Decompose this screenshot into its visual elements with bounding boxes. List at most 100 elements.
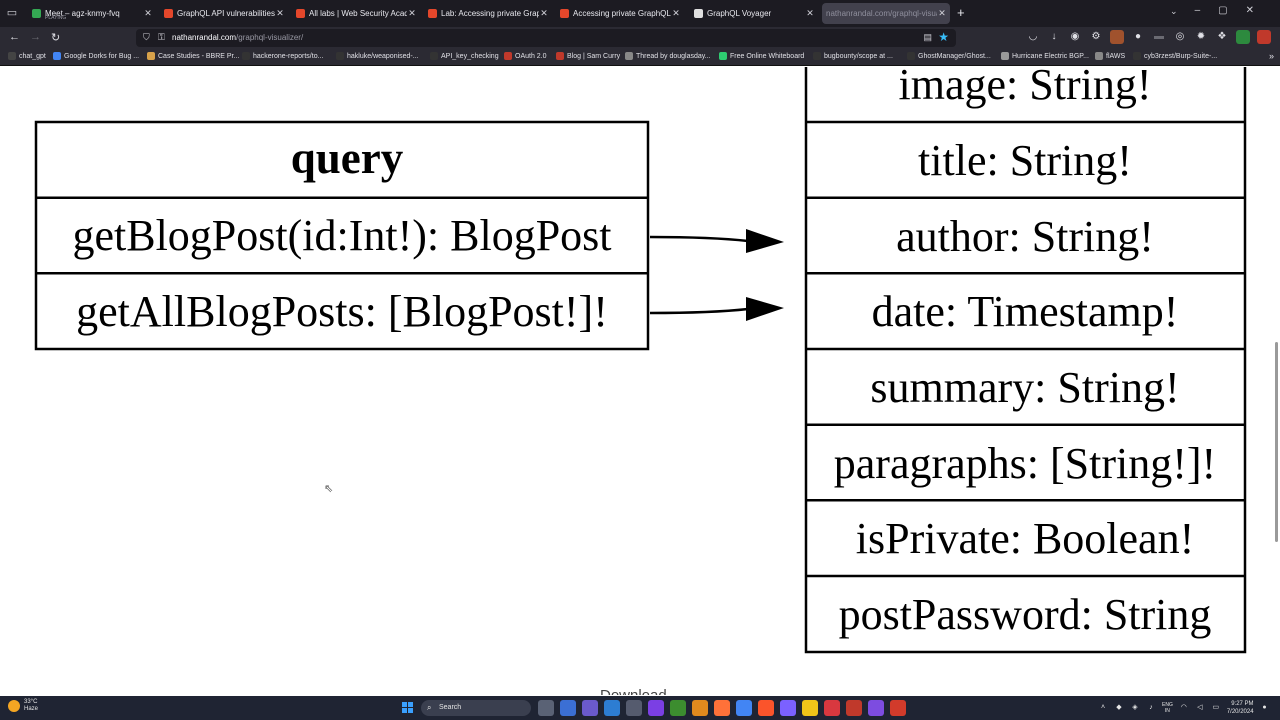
- bookmark-item[interactable]: API_key_checking: [430, 52, 499, 60]
- list-all-tabs-icon[interactable]: ⌄: [1170, 6, 1178, 16]
- language-indicator[interactable]: ENG IN: [1162, 702, 1173, 714]
- puzzle-icon[interactable]: ❖: [1217, 31, 1227, 42]
- pinned-app-icon[interactable]: [604, 700, 620, 716]
- volume-icon[interactable]: ◁: [1197, 704, 1203, 711]
- pinned-app-icon[interactable]: [582, 700, 598, 716]
- bookmark-item[interactable]: OAuth 2.0: [504, 52, 547, 60]
- forward-arrow-icon[interactable]: →: [30, 31, 41, 43]
- bookmark-item[interactable]: Thread by douglasday...: [625, 52, 711, 60]
- tab-graphql-api-vulnerabilities[interactable]: GraphQL API vulnerabilities | Web ✕: [160, 3, 288, 24]
- microphone-icon[interactable]: ♪: [1149, 704, 1153, 711]
- tab-title: GraphQL Voyager: [707, 9, 772, 18]
- downloads-icon[interactable]: ↓: [1051, 31, 1057, 42]
- pinned-app-icon[interactable]: [780, 700, 796, 716]
- pinned-app-icon[interactable]: [868, 700, 884, 716]
- pinned-app-icon[interactable]: [890, 700, 906, 716]
- pinned-app-icon[interactable]: [670, 700, 686, 716]
- tray-app-icon[interactable]: ◆: [1116, 704, 1122, 711]
- tab-meet[interactable]: Meet – agz-knmy-fvq PLAYING ✕: [28, 3, 156, 24]
- show-hidden-icons-icon[interactable]: ˄: [1100, 704, 1106, 711]
- bookmark-item[interactable]: hackerone-reports/to...: [242, 52, 323, 60]
- download-link[interactable]: Download: [600, 687, 667, 695]
- bookmark-item[interactable]: GhostManager/Ghost...: [907, 52, 991, 60]
- pinned-app-icon[interactable]: [648, 700, 664, 716]
- weather-widget[interactable]: 33°C Haze: [8, 699, 38, 713]
- tab-accessing-private-posts[interactable]: Accessing private GraphQL posts ✕: [556, 3, 684, 24]
- extension-icon[interactable]: ▬: [1154, 31, 1164, 42]
- extensions-icon[interactable]: ⚙: [1091, 31, 1101, 42]
- bookmark-item[interactable]: hakluke/weaponised-...: [336, 52, 419, 60]
- pinned-app-icon[interactable]: [714, 700, 730, 716]
- tab-graphql-voyager[interactable]: GraphQL Voyager ✕: [690, 3, 818, 24]
- blogpost-node[interactable]: image: String! title: String! author: St…: [804, 67, 1247, 654]
- bookmark-item[interactable]: chat_gpt: [8, 52, 46, 60]
- pinned-app-icon[interactable]: [824, 700, 840, 716]
- chat-extension-icon[interactable]: ●: [1134, 31, 1142, 42]
- bookmark-item[interactable]: Free Online Whiteboard: [719, 52, 804, 60]
- query-field-getallblogposts[interactable]: getAllBlogPosts: [BlogPost!]!: [76, 287, 608, 336]
- tab-overview-icon[interactable]: ▭: [6, 7, 18, 19]
- url-text[interactable]: nathanrandal.com/graphql-visualizer/: [172, 33, 303, 42]
- close-tab-icon[interactable]: ✕: [144, 8, 152, 18]
- blogpost-field-isprivate[interactable]: isPrivate: Boolean!: [856, 514, 1195, 563]
- profile-icon[interactable]: ◎: [1175, 31, 1185, 42]
- tracking-protection-icon[interactable]: ⛉: [143, 32, 150, 42]
- tab-graphql-visualizer[interactable]: nathanrandal.com/graphql-visualizer ✕: [822, 3, 950, 24]
- bookmark-item[interactable]: bugbounty/scope at ...: [813, 52, 893, 60]
- tab-lab-accessing-private[interactable]: Lab: Accessing private GraphQL ✕: [424, 3, 552, 24]
- close-tab-icon[interactable]: ✕: [276, 8, 284, 18]
- close-tab-icon[interactable]: ✕: [938, 8, 946, 18]
- pinned-app-icon[interactable]: [692, 700, 708, 716]
- bookmark-item[interactable]: Case Studies - BBRE Pr...: [147, 52, 239, 60]
- reload-icon[interactable]: ↻: [51, 32, 61, 44]
- pinned-app-icon[interactable]: [626, 700, 642, 716]
- settings-gear-icon[interactable]: ✹: [1196, 31, 1206, 42]
- battery-icon[interactable]: ▭: [1212, 704, 1220, 711]
- pinned-app-icon[interactable]: [736, 700, 752, 716]
- close-tab-icon[interactable]: ✕: [408, 8, 416, 18]
- pinned-app-icon[interactable]: [846, 700, 862, 716]
- taskbar-search[interactable]: ⌕ Search: [421, 700, 531, 716]
- page-scrollbar[interactable]: [1275, 342, 1278, 542]
- burp-extension-icon[interactable]: [1110, 30, 1124, 44]
- account-icon[interactable]: ◉: [1070, 31, 1080, 42]
- pocket-icon[interactable]: ◡: [1028, 31, 1038, 42]
- address-bar[interactable]: ⛉ ⚿ nathanrandal.com/graphql-visualizer/…: [136, 29, 956, 47]
- clock[interactable]: 9:27 PM 7/20/2024: [1227, 700, 1254, 716]
- start-button-windows-icon[interactable]: [402, 702, 414, 714]
- new-tab-button[interactable]: +: [957, 5, 965, 20]
- query-node[interactable]: query getBlogPost(id:Int!): BlogPost get…: [34, 120, 650, 351]
- close-tab-icon[interactable]: ✕: [672, 8, 680, 18]
- query-field-getblogpost[interactable]: getBlogPost(id:Int!): BlogPost: [72, 211, 611, 260]
- back-arrow-icon[interactable]: ←: [9, 31, 20, 43]
- blogpost-field-summary[interactable]: summary: String!: [870, 363, 1179, 412]
- bookmark-star-icon[interactable]: ★: [938, 30, 949, 44]
- bookmark-item[interactable]: flAWS: [1095, 52, 1125, 60]
- pinned-app-icon[interactable]: [560, 700, 576, 716]
- blogpost-field-date[interactable]: date: Timestamp!: [872, 287, 1179, 336]
- close-tab-icon[interactable]: ✕: [806, 8, 814, 18]
- site-info-icon[interactable]: ⚿: [158, 32, 165, 42]
- notifications-icon[interactable]: ●: [1262, 704, 1267, 711]
- wifi-icon[interactable]: ◠: [1180, 704, 1187, 711]
- green-extension-icon[interactable]: [1236, 30, 1250, 44]
- window-controls[interactable]: –▢✕: [1194, 5, 1272, 16]
- bookmark-item[interactable]: Google Dorks for Bug ...: [53, 52, 139, 60]
- close-tab-icon[interactable]: ✕: [540, 8, 548, 18]
- blogpost-field-author[interactable]: author: String!: [896, 212, 1154, 261]
- tab-all-labs[interactable]: All labs | Web Security Academy ✕: [292, 3, 420, 24]
- blogpost-field-paragraphs[interactable]: paragraphs: [String!]!: [834, 439, 1216, 488]
- pinned-app-icon[interactable]: [758, 700, 774, 716]
- blogpost-field-image[interactable]: image: String!: [899, 67, 1152, 109]
- bookmark-item[interactable]: Blog | Sam Curry: [556, 52, 620, 60]
- bookmark-item[interactable]: Hurricane Electric BGP...: [1001, 52, 1089, 60]
- red-extension-icon[interactable]: [1257, 30, 1271, 44]
- reader-view-icon[interactable]: ▤: [923, 32, 932, 42]
- blogpost-field-postpassword[interactable]: postPassword: String: [839, 590, 1212, 639]
- more-bookmarks-icon[interactable]: »: [1268, 51, 1274, 61]
- pinned-app-icon[interactable]: [538, 700, 554, 716]
- bookmark-item[interactable]: cyb3rzest/Burp-Suite-...: [1133, 52, 1217, 60]
- pinned-app-icon[interactable]: [802, 700, 818, 716]
- blogpost-field-title[interactable]: title: String!: [918, 136, 1132, 185]
- tray-app-icon[interactable]: ◈: [1132, 704, 1138, 711]
